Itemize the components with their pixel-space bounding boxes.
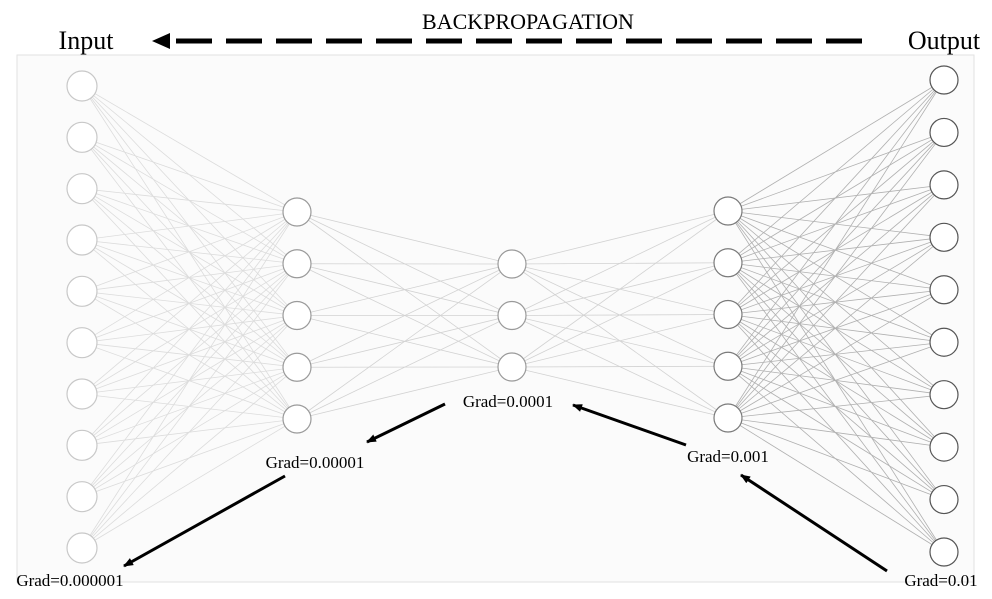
- node-input-9: [66, 481, 98, 513]
- connection-line: [511, 366, 729, 419]
- connection-line: [296, 315, 513, 420]
- connection-line: [511, 210, 729, 265]
- output-label: Output: [908, 26, 981, 55]
- node-hidden-3-1: [713, 196, 743, 226]
- node-hidden-1-1: [282, 197, 312, 227]
- grad-label-bottleneck: Grad=0.0001: [463, 392, 553, 411]
- node-hidden-1-5: [282, 404, 312, 434]
- node-hidden-3-3: [713, 299, 743, 330]
- node-output-5: [929, 275, 959, 305]
- connection-line: [81, 211, 298, 395]
- node-output-9: [929, 484, 959, 515]
- node-bottleneck-1: [497, 249, 527, 279]
- node-output-10: [929, 537, 959, 567]
- nodes-group: [66, 65, 959, 567]
- node-hidden-3-2: [713, 248, 743, 278]
- connection-line: [81, 366, 298, 549]
- node-input-3: [66, 173, 98, 205]
- node-hidden-3-4: [713, 351, 743, 381]
- dashed-left-arrow-icon: [152, 33, 862, 49]
- connection-line: [727, 79, 945, 212]
- connection-line: [296, 263, 513, 420]
- node-hidden-1-3: [282, 300, 312, 331]
- connection-line: [81, 418, 298, 549]
- connection-line: [727, 79, 945, 367]
- connection-line: [727, 237, 945, 419]
- connection-line: [727, 79, 945, 315]
- connection-line: [727, 417, 945, 553]
- connection-line: [511, 210, 729, 368]
- node-output-1: [929, 65, 959, 95]
- diagram-title: BACKPROPAGATION: [422, 9, 634, 34]
- connection-line: [727, 341, 945, 419]
- connection-line: [81, 263, 298, 549]
- grad-label-hidden-1: Grad=0.00001: [266, 453, 365, 472]
- grad-label-output: Grad=0.01: [904, 571, 977, 590]
- node-input-8: [66, 429, 98, 461]
- connection-line: [511, 210, 729, 316]
- node-input-7: [66, 378, 98, 410]
- connection-line: [727, 132, 945, 419]
- node-hidden-1-2: [282, 249, 312, 279]
- connection-line: [727, 79, 945, 264]
- input-label: Input: [59, 26, 115, 55]
- connection-line: [296, 366, 513, 420]
- connection-line: [81, 211, 298, 497]
- connection-line: [511, 314, 729, 368]
- connection-line: [81, 211, 298, 344]
- arrow-icon: [740, 473, 888, 573]
- grad-label-hidden-3: Grad=0.001: [687, 447, 769, 466]
- node-input-6: [66, 327, 98, 359]
- node-output-8: [929, 432, 959, 462]
- connection-line: [727, 79, 945, 419]
- node-input-2: [66, 121, 98, 153]
- node-output-7: [929, 380, 959, 410]
- node-hidden-3-5: [713, 403, 743, 433]
- node-input-5: [66, 275, 98, 307]
- connection-line: [81, 85, 298, 213]
- arrow-icon: [572, 403, 687, 447]
- connection-line: [727, 394, 945, 419]
- grad-label-input: Grad=0.000001: [16, 571, 123, 590]
- connection-line: [727, 417, 945, 500]
- connection-line: [296, 263, 513, 316]
- node-input-10: [66, 532, 98, 564]
- connection-line: [296, 211, 513, 265]
- arrow-icon: [366, 402, 446, 444]
- node-input-1: [66, 70, 98, 102]
- node-output-6: [929, 327, 959, 357]
- connection-line: [81, 136, 298, 213]
- node-output-2: [929, 117, 959, 148]
- connection-line: [81, 188, 298, 213]
- connection-line: [727, 289, 945, 419]
- connection-line: [81, 211, 298, 446]
- node-bottleneck-2: [497, 300, 527, 331]
- connection-line: [727, 417, 945, 448]
- diagram-background: [16, 54, 975, 583]
- node-output-3: [929, 170, 959, 200]
- connection-line: [511, 262, 729, 368]
- connections-group: [81, 79, 945, 553]
- connection-line: [727, 184, 945, 419]
- node-input-4: [66, 224, 98, 256]
- connection-line: [81, 211, 298, 292]
- connection-line: [81, 211, 298, 241]
- node-bottleneck-3: [497, 352, 527, 382]
- node-hidden-1-4: [282, 352, 312, 382]
- arrow-icon: [123, 474, 286, 568]
- connection-line: [296, 263, 513, 368]
- connection-line: [511, 365, 729, 368]
- connection-line: [81, 315, 298, 549]
- node-output-4: [929, 222, 959, 252]
- connection-line: [81, 211, 298, 549]
